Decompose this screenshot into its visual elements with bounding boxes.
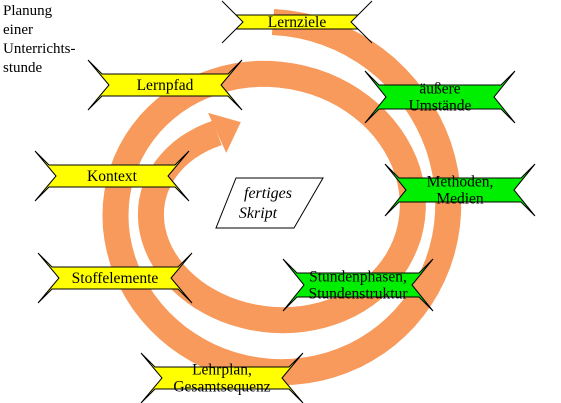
node-label-kontext-1: Kontext [87,168,138,185]
title-line-4: stunde [3,60,43,76]
node-lernziele: Lernziele [221,0,373,44]
node-lehrplan: Lehrplan,Gesamtsequenz [140,352,304,403]
node-box-kontext [34,150,190,202]
node-box-stundenphasen [282,258,434,312]
node-label-methoden-medien-2: Medien [436,191,484,208]
node-box-aeussere-umstaende [364,70,516,124]
node-stundenphasen: Stundenphasen,Stundenstruktur [282,258,434,312]
title-line-2: einer [3,22,33,38]
script-box [215,177,324,229]
node-box-lernpfad [87,59,243,111]
title-line-1: Planung [3,3,53,19]
node-box-methoden-medien [384,163,536,217]
spiral-arrowhead [208,112,241,153]
node-box-lehrplan [140,352,304,403]
node-box-stoffelemente [37,252,193,304]
title-line-3: Unterrichts- [3,41,76,57]
node-methoden-medien: Methoden,Medien [384,163,536,217]
center-line-1: fertiges [244,185,292,202]
node-label-stundenphasen-1: Stundenphasen, [309,269,407,286]
spiral-band [102,9,462,386]
node-lernpfad: Lernpfad [87,59,243,111]
spiral-arrow [102,9,462,386]
node-label-aeussere-umstaende-1: äußere [419,81,460,98]
node-label-stundenphasen-2: Stundenstruktur [308,286,408,303]
node-label-aeussere-umstaende-2: Umstände [409,98,472,115]
node-label-lernziele-1: Lernziele [268,14,327,31]
node-label-lernpfad-1: Lernpfad [137,77,194,94]
node-stoffelemente: Stoffelemente [37,252,193,304]
node-label-stoffelemente-1: Stoffelemente [72,270,159,287]
node-label-lehrplan-2: Gesamtsequenz [173,379,270,396]
node-kontext: Kontext [34,150,190,202]
node-label-lehrplan-1: Lehrplan, [192,362,252,379]
node-label-methoden-medien-1: Methoden, [427,174,494,191]
center-line-2: Skript [239,205,278,222]
node-box-lernziele [221,0,373,44]
